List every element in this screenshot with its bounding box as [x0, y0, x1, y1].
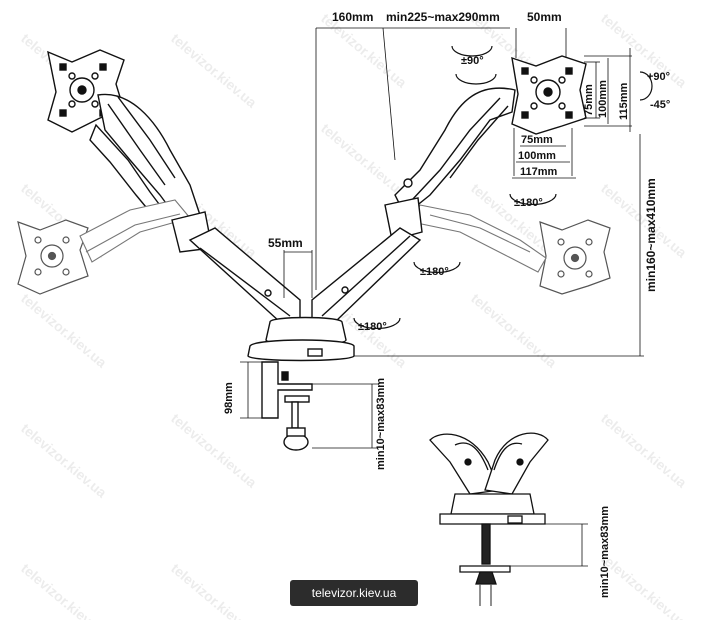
watermark-text: televizor.kiev.ua — [168, 410, 260, 491]
pole-base — [247, 316, 355, 362]
dim-desk-thickness: min10~max83mm — [375, 378, 387, 470]
watermark-text: televizor.kiev.ua — [598, 410, 690, 491]
arm-left-upper — [89, 93, 201, 223]
rot-left-head: ±90° — [461, 55, 484, 67]
rotation-arrows — [353, 45, 653, 330]
vesa-plate-left-lower — [17, 219, 89, 295]
rot-tilt-down: -45° — [650, 99, 670, 111]
watermark-text: televizor.kiev.ua — [318, 120, 410, 201]
dim-offset-right: 50mm — [527, 10, 562, 24]
rot-elbow: ±180° — [420, 266, 449, 278]
dim-height-range: min160~max410mm — [644, 178, 658, 292]
dim-pole-width: 55mm — [268, 236, 303, 250]
rot-arrow-elbow — [413, 261, 461, 274]
watermark-text: televizor.kiev.ua — [168, 30, 260, 111]
tilt-arrow — [639, 71, 653, 101]
dim-offset-left: 160mm — [332, 10, 373, 24]
vesa-plate-right-lower — [539, 219, 611, 295]
rot-mid-right: ±180° — [514, 197, 543, 209]
rot-tilt-up: +90° — [647, 71, 670, 83]
arm-right-upper — [394, 87, 516, 217]
arm-right-lower-ghost — [411, 204, 547, 273]
watermark-text: televizor.kiev.ua — [18, 290, 110, 371]
dim-vesa-117-h: 117mm — [520, 166, 558, 178]
dim-vesa-100-h: 100mm — [518, 150, 556, 162]
desk-clamp — [261, 361, 313, 451]
site-label: televizor.kiev.ua — [290, 580, 418, 606]
watermark-text: televizor.kiev.ua — [168, 560, 260, 620]
detail-inset — [429, 432, 588, 606]
dim-arm-reach: min225~max290mm — [386, 10, 500, 24]
rot-arrow-left-head — [451, 45, 493, 57]
dim-vesa-75-v: 75mm — [583, 84, 595, 116]
watermark-text: televizor.kiev.ua — [598, 10, 690, 91]
watermark-text: televizor.kiev.ua — [598, 550, 690, 620]
dim-clamp-height: 98mm — [223, 382, 235, 414]
watermark-text: televizor.kiev.ua — [468, 290, 560, 371]
arm-left-lower-ghost — [79, 199, 191, 263]
dim-vesa-100-v: 100mm — [597, 80, 609, 118]
rot-base: ±180° — [358, 321, 387, 333]
dim-vesa-75-h: 75mm — [521, 134, 553, 146]
dim-desk-thickness-detail: min10~max83mm — [599, 506, 611, 598]
watermark-text: televizor.kiev.ua — [18, 420, 110, 501]
rot-arrow-mid — [509, 193, 557, 206]
dimension-lines — [240, 27, 644, 449]
site-label-text: televizor.kiev.ua — [311, 586, 397, 600]
vesa-plate-right-upper — [511, 55, 587, 135]
lower-arms — [188, 227, 422, 326]
watermark-text: televizor.kiev.ua — [18, 560, 110, 620]
rot-arrow-base — [353, 317, 401, 330]
dim-vesa-115-v: 115mm — [618, 82, 630, 120]
